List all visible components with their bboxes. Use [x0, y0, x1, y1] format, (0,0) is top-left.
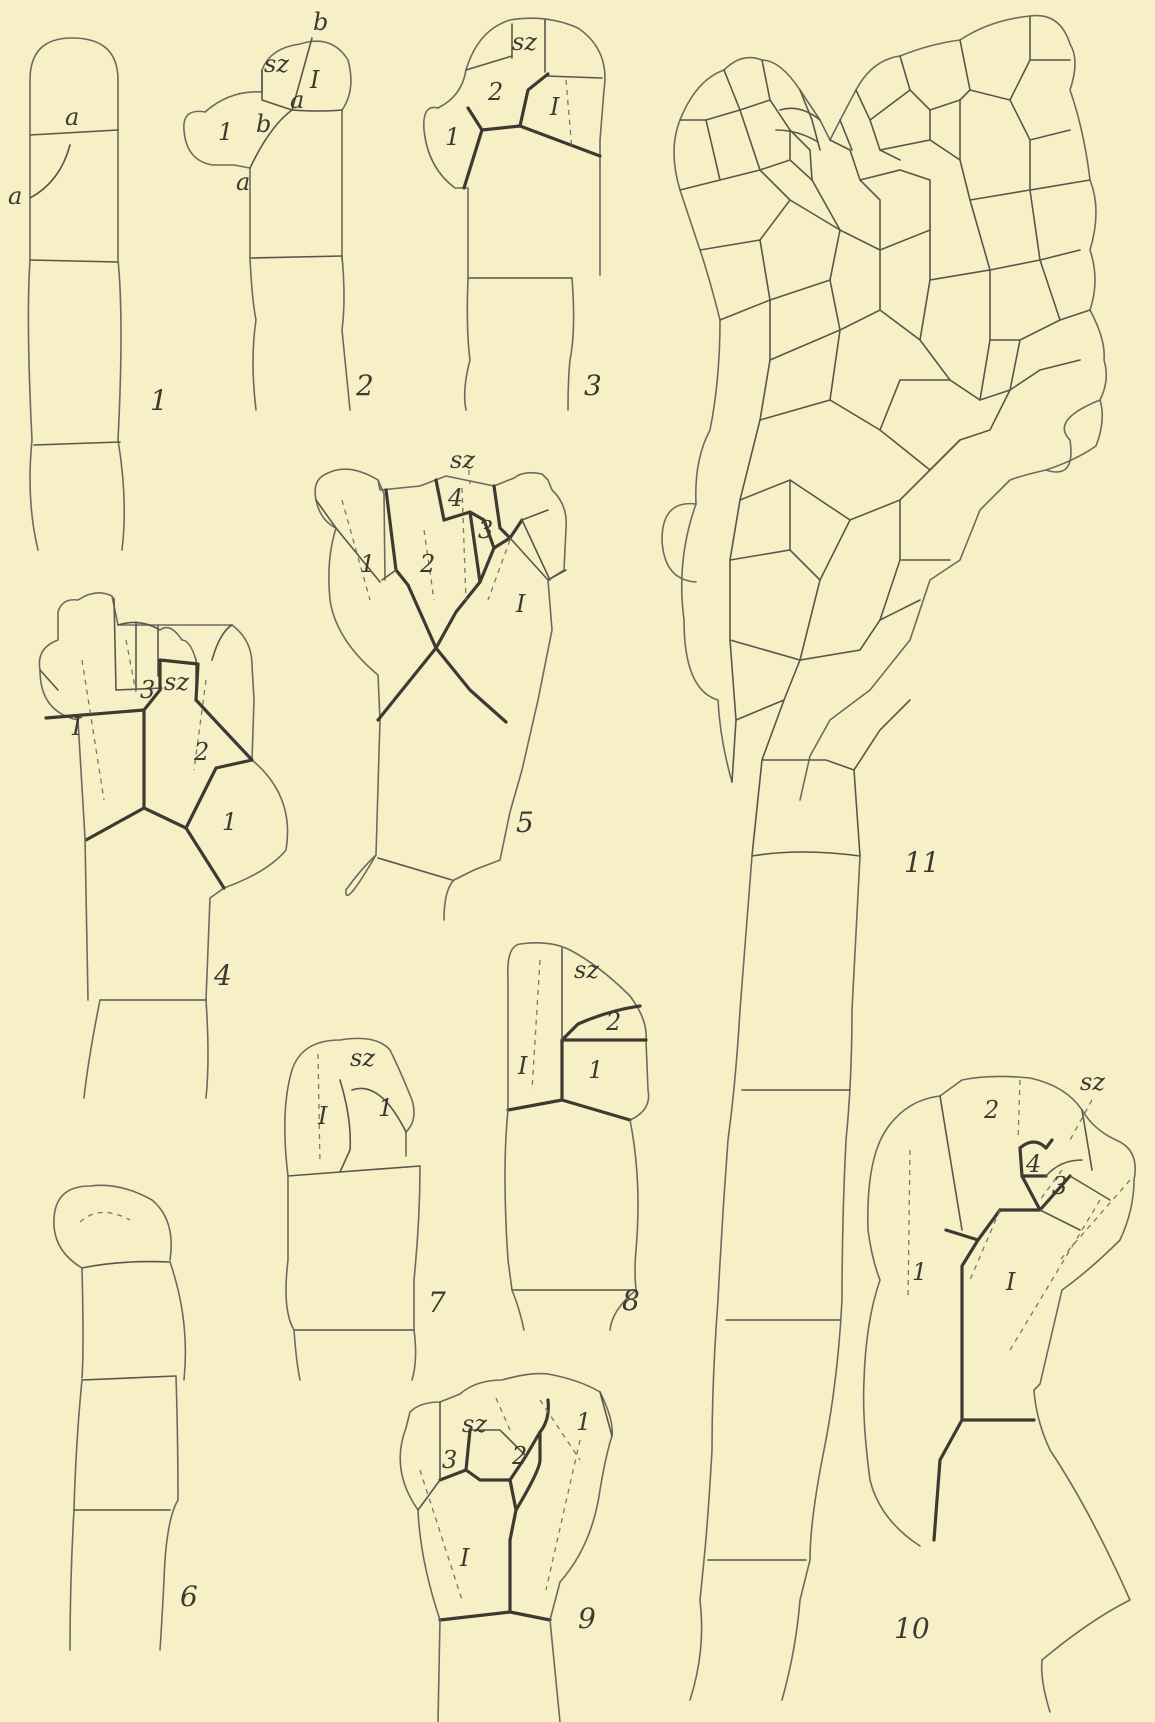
figure-4: 3 sz I 2 1 4 — [39, 593, 287, 1098]
figure-2: b sz I 1 b a a 2 — [184, 8, 374, 410]
figure-9-label-I: I — [459, 1544, 470, 1572]
figure-4-label-2: 2 — [193, 738, 209, 766]
figure-11: 11 — [662, 16, 1106, 1700]
figure-4-label-3: 3 — [140, 676, 155, 704]
figure-8-number: 8 — [622, 1284, 640, 1317]
figure-11-number: 11 — [904, 846, 940, 879]
figure-7-label-1: 1 — [378, 1094, 393, 1122]
figure-4-number: 4 — [213, 959, 232, 992]
figure-3-label-1: 1 — [445, 123, 460, 151]
figure-9-number: 9 — [578, 1602, 596, 1635]
figure-8-label-I: I — [517, 1052, 528, 1080]
figure-3-label-I: I — [549, 93, 560, 121]
figure-10-number: 10 — [894, 1612, 930, 1645]
figure-2-label-b1: b — [313, 8, 328, 36]
figure-8: sz 2 I 1 8 — [505, 943, 649, 1330]
figure-2-label-b2: b — [256, 110, 271, 138]
figure-10-label-3: 3 — [1052, 1172, 1067, 1200]
figure-3-number: 3 — [584, 369, 602, 402]
figure-6-number: 6 — [180, 1580, 198, 1613]
figure-5-label-I: I — [515, 590, 526, 618]
figure-4-label-I: I — [71, 713, 82, 741]
figure-9-label-2: 2 — [511, 1442, 527, 1470]
figure-10-label-1: 1 — [912, 1258, 927, 1286]
figure-9-label-sz: sz — [462, 1410, 487, 1438]
figure-1-label-a1: a — [65, 103, 79, 131]
figure-5-label-4: 4 — [447, 484, 463, 512]
figure-5-label-3: 3 — [478, 516, 493, 544]
figure-1-label-a2: a — [8, 182, 22, 210]
figure-7-label-I: I — [317, 1102, 328, 1130]
figure-2-label-I: I — [309, 66, 320, 94]
figure-1: a a 1 — [8, 38, 168, 550]
figure-2-label-a1: a — [290, 86, 304, 114]
figure-10-label-4: 4 — [1025, 1150, 1041, 1178]
figure-10: sz 2 4 3 1 I 10 — [864, 1068, 1136, 1712]
figure-5-label-1: 1 — [360, 550, 375, 578]
figure-3-label-sz: sz — [512, 28, 537, 56]
figure-4-label-1: 1 — [222, 808, 237, 836]
figure-8-label-sz: sz — [574, 956, 599, 984]
figure-10-label-I: I — [1005, 1268, 1016, 1296]
figure-5-number: 5 — [516, 806, 534, 839]
figure-5-label-sz: sz — [450, 446, 475, 474]
figure-2-label-a2: a — [236, 168, 250, 196]
figure-7: sz I 1 7 — [285, 1038, 446, 1380]
figure-8-label-2: 2 — [605, 1008, 621, 1036]
figure-2-label-1: 1 — [218, 118, 233, 146]
figure-6: 6 — [54, 1185, 198, 1650]
figure-2-label-sz: sz — [264, 50, 289, 78]
figure-7-label-sz: sz — [350, 1044, 375, 1072]
figure-5: sz 4 3 1 2 I 5 — [315, 446, 566, 920]
figure-5-label-2: 2 — [419, 550, 435, 578]
figure-9-label-3: 3 — [442, 1446, 457, 1474]
figure-9: sz 3 2 1 I 9 — [400, 1374, 612, 1722]
figure-4-label-sz: sz — [164, 668, 189, 696]
figure-1-number: 1 — [150, 384, 168, 417]
figure-2-number: 2 — [355, 369, 374, 402]
figure-10-label-sz: sz — [1080, 1068, 1105, 1096]
figure-8-label-1: 1 — [588, 1056, 603, 1084]
figure-7-number: 7 — [428, 1286, 446, 1319]
figure-10-label-2: 2 — [983, 1096, 999, 1124]
figure-3-label-2: 2 — [487, 78, 503, 106]
figure-9-label-1: 1 — [576, 1408, 591, 1436]
figure-3: sz 2 I 1 3 — [424, 18, 605, 410]
